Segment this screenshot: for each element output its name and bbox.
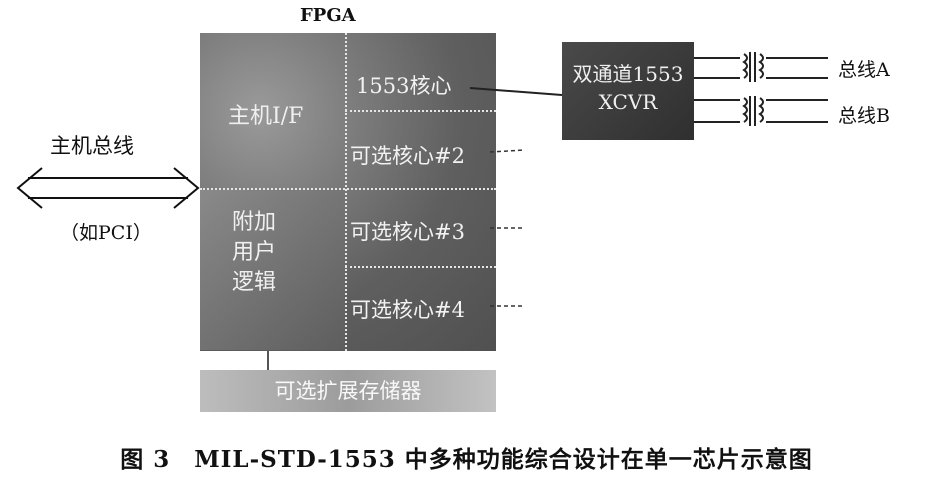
core-to-xcvr-line — [469, 87, 563, 96]
host-bus-label: 主机总线 — [50, 134, 134, 158]
figure-caption: 图 3 MIL-STD-1553 中多种功能综合设计在单一芯片示意图 — [120, 446, 813, 473]
optional-core-4-label: 可选核心#4 — [350, 298, 465, 322]
fpga-title: FPGA — [300, 5, 356, 26]
user-logic-line-2: 用户 — [232, 240, 277, 265]
bus-b-coupler — [694, 96, 828, 126]
host-interface-label: 主机I/F — [228, 104, 304, 129]
host-bus-example-label: （如PCI） — [60, 222, 152, 244]
optional-core-2-label: 可选核心#2 — [350, 144, 465, 168]
core-divider-3 — [345, 266, 496, 268]
xcvr-line-2: XCVR — [598, 90, 658, 114]
user-logic-line-1: 附加 — [232, 210, 277, 235]
host-bus-arrow — [16, 167, 200, 209]
core-divider-2 — [200, 188, 496, 190]
user-logic-block — [200, 190, 345, 350]
core-divider-1 — [345, 110, 496, 112]
xcvr-block: 双通道1553 XCVR — [562, 42, 694, 140]
fpga-column-divider — [345, 33, 347, 351]
bus-a-label: 总线A — [838, 59, 890, 81]
xcvr-line-1: 双通道1553 — [572, 62, 684, 86]
core-1553-label: 1553核心 — [356, 74, 452, 98]
user-logic-line-3: 逻辑 — [232, 270, 277, 295]
user-logic-label: 附加 用户 逻辑 — [232, 208, 276, 298]
optional-core-3-label: 可选核心#3 — [350, 220, 465, 244]
bus-b-label: 总线B — [838, 105, 890, 127]
core-2-stub — [489, 149, 526, 153]
bus-a-coupler — [694, 52, 828, 82]
optional-memory-block: 可选扩展存储器 — [200, 370, 496, 412]
diagram-connectors — [16, 52, 828, 370]
